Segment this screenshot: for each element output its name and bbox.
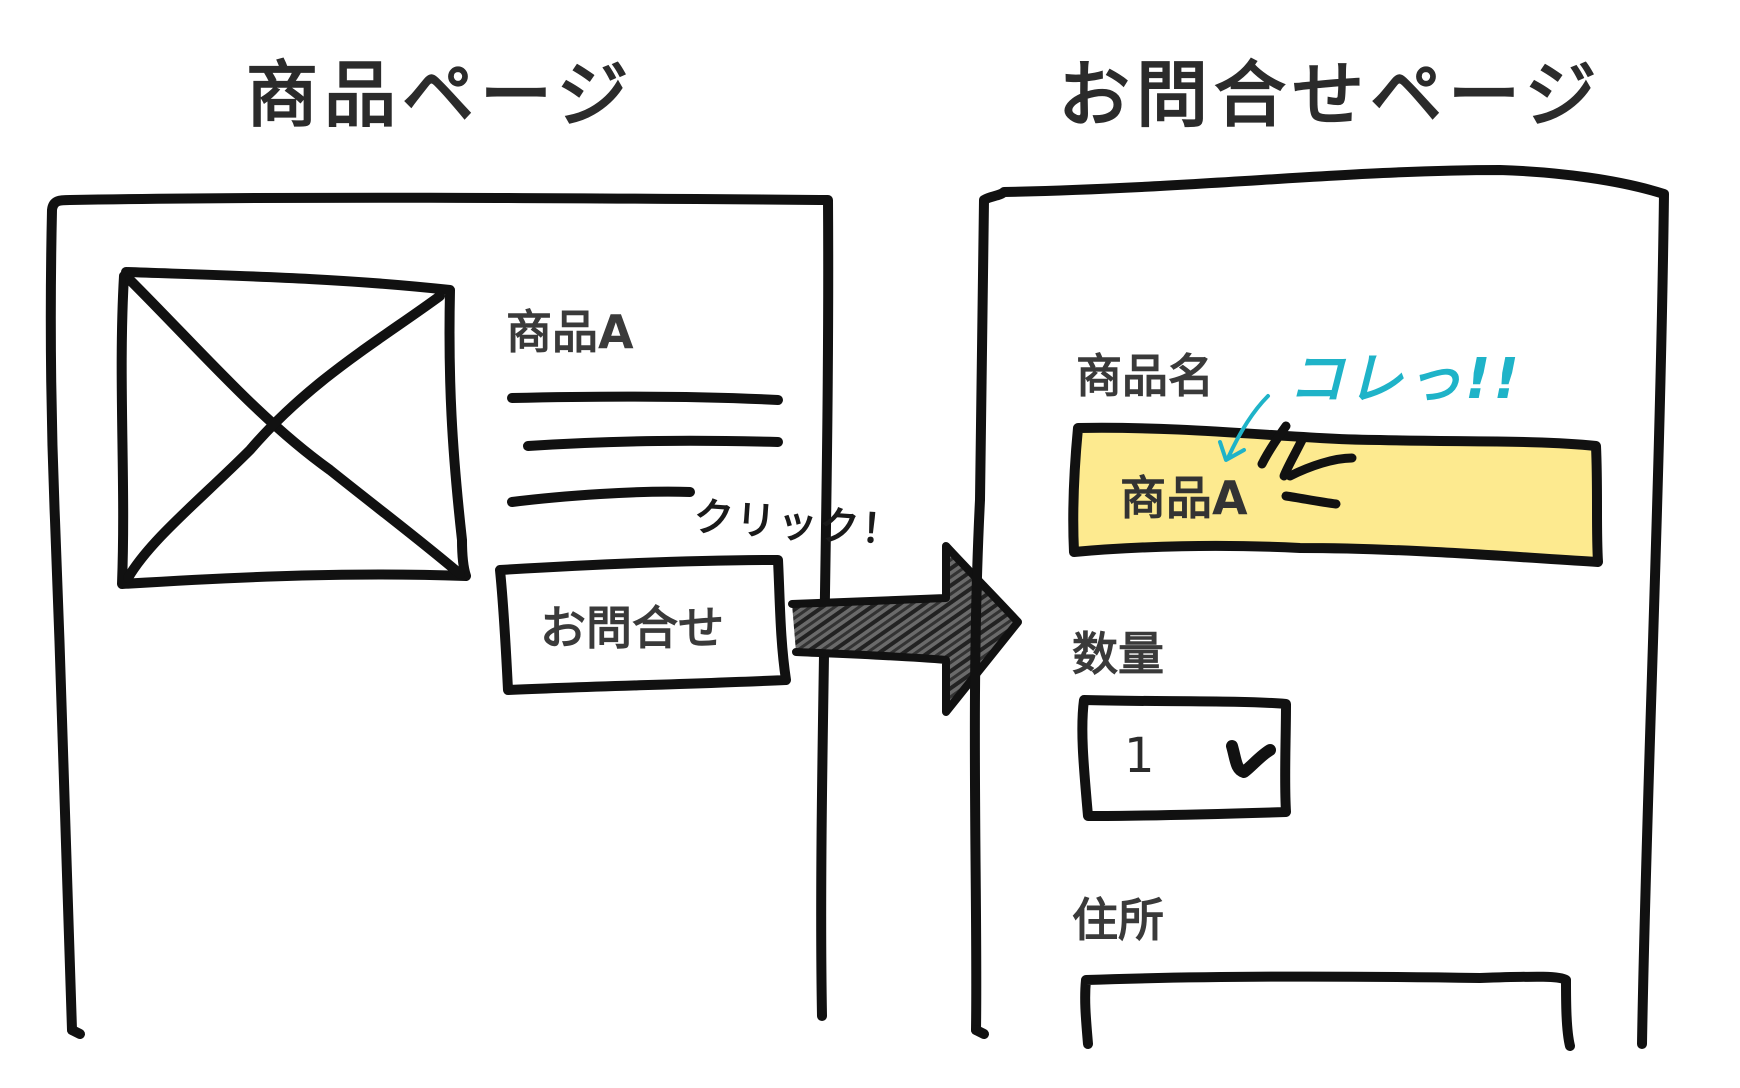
quantity-select[interactable]: 1 xyxy=(1088,704,1284,812)
emphasis-mark xyxy=(1281,491,1341,509)
inquiry-page-title: お問合せページ xyxy=(1058,53,1603,137)
callout-text: コレっ!! xyxy=(1288,347,1523,412)
product-name-label: 商品名 xyxy=(1076,349,1214,403)
product-name-field-value: 商品A xyxy=(1120,471,1248,525)
product-page-frame xyxy=(45,192,834,1035)
arrow-right-icon xyxy=(788,542,1022,716)
image-placeholder-icon xyxy=(116,267,471,589)
address-field-box xyxy=(1080,971,1575,1051)
inquiry-button[interactable]: お問合せ xyxy=(502,566,782,686)
product-name-field-box xyxy=(1068,422,1603,567)
product-page-title: 商品ページ xyxy=(246,53,635,137)
inquiry-button-label: お問合せ xyxy=(540,601,724,655)
emphasis-mark xyxy=(1257,421,1291,469)
quantity-label: 数量 xyxy=(1072,627,1164,681)
checkmark-icon xyxy=(1226,740,1276,778)
address-field[interactable] xyxy=(1090,982,1564,1042)
description-line xyxy=(507,486,695,507)
product-name-field[interactable]: 商品A xyxy=(1080,432,1592,550)
inquiry-button-outline xyxy=(495,555,791,695)
description-line xyxy=(523,435,783,451)
emphasis-mark xyxy=(1279,435,1307,481)
quantity-select-value: 1 xyxy=(1124,728,1155,784)
emphasis-mark xyxy=(1285,453,1357,481)
address-label: 住所 xyxy=(1072,893,1164,947)
inquiry-page-frame xyxy=(969,165,1669,1049)
quantity-select-box xyxy=(1077,695,1291,821)
product-name: 商品A xyxy=(506,305,634,359)
description-line xyxy=(507,391,783,405)
callout-arrow-icon xyxy=(1218,394,1270,462)
